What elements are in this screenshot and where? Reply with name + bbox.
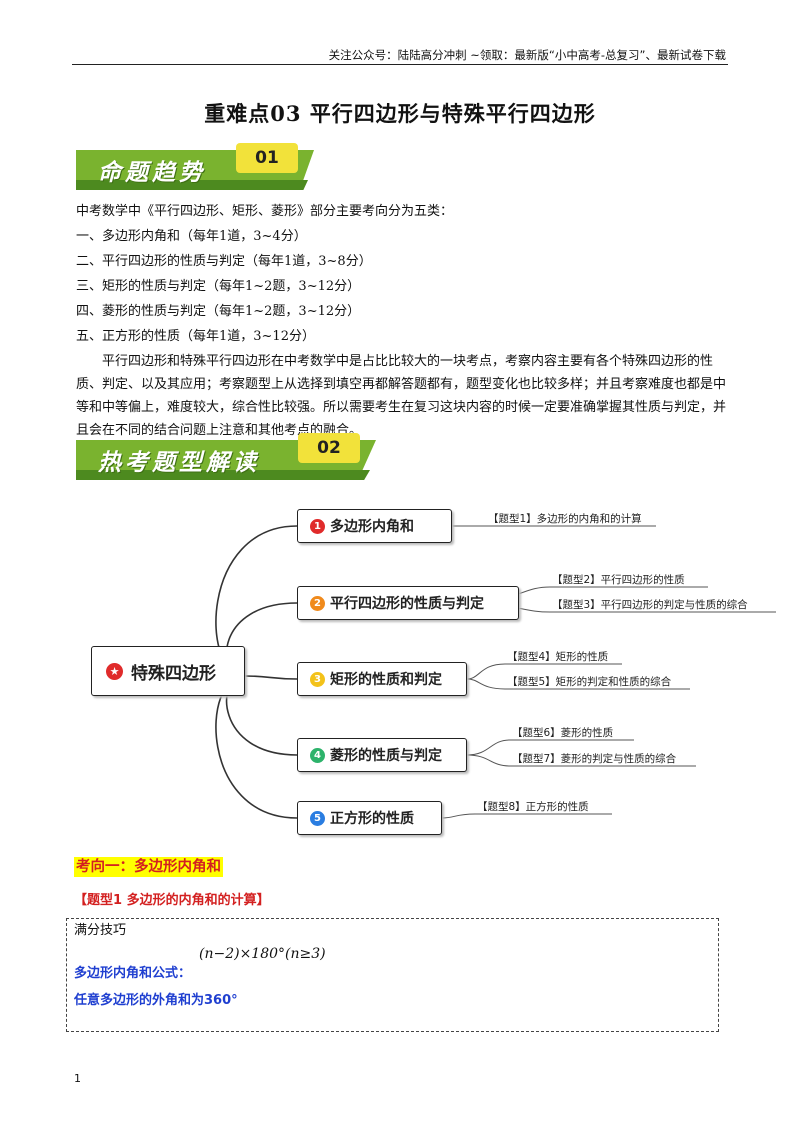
leaf-line xyxy=(441,813,612,819)
mindmap-node-label: 多边形内角和 xyxy=(330,519,414,535)
number-5-icon: 5 xyxy=(310,810,325,826)
banner-hot-types: 热考题型解读 02 xyxy=(76,433,376,480)
number-3-icon: 3 xyxy=(310,671,325,687)
star-badge-icon: ★ xyxy=(106,662,123,680)
mindmap-leaf: 【题型8】正方形的性质 xyxy=(477,801,589,813)
mindmap-node-2: 2 平行四边形的性质与判定 xyxy=(297,586,519,620)
tips-exterior-angle: 任意多边形的外角和为360° xyxy=(74,993,238,1008)
mindmap-node-5: 5 正方形的性质 xyxy=(297,801,442,835)
banner-number: 01 xyxy=(236,143,298,173)
tips-formula-label: 多边形内角和公式： xyxy=(74,966,192,981)
intro-item: 二、平行四边形的性质与判定（每年1道，3~8分） xyxy=(76,254,372,269)
intro-item: 五、正方形的性质（每年1道，3~12分） xyxy=(76,329,315,344)
section-heading: 考向一：多边形内角和 xyxy=(74,857,223,877)
leaf-line xyxy=(466,663,622,680)
page-number: 1 xyxy=(74,1072,81,1085)
mindmap-leaf: 【题型4】矩形的性质 xyxy=(507,651,609,663)
mindmap-leaf: 【题型2】平行四边形的性质 xyxy=(552,574,685,586)
tips-box xyxy=(66,918,719,1032)
leaf-line xyxy=(466,678,690,690)
number-1-icon: 1 xyxy=(310,518,325,534)
banner-number: 02 xyxy=(298,433,360,463)
tips-title: 满分技巧 xyxy=(74,923,127,938)
header-note: 关注公众号：陆陆高分冲刺 ~领取：最新版“小中高考-总复习”、最新试卷下载 xyxy=(328,48,726,62)
leaf-line xyxy=(466,739,634,756)
header-divider xyxy=(72,64,728,65)
mindmap-center-label: 特殊四边形 xyxy=(131,663,216,684)
mindmap-leaf: 【题型5】矩形的判定和性质的综合 xyxy=(507,676,672,688)
intro-item: 三、矩形的性质与判定（每年1~2题，3~12分） xyxy=(76,279,361,294)
mindmap-node-label: 菱形的性质与判定 xyxy=(330,748,442,764)
leaf-line xyxy=(466,754,696,767)
number-2-icon: 2 xyxy=(310,595,325,611)
intro-item: 一、多边形内角和（每年1道，3~4分） xyxy=(76,229,307,244)
mindmap-node-3: 3 矩形的性质和判定 xyxy=(297,662,467,696)
mindmap-node-label: 矩形的性质和判定 xyxy=(330,672,442,688)
banner-label: 热考题型解读 xyxy=(98,449,260,476)
mindmap-node-label: 平行四边形的性质与判定 xyxy=(330,596,484,612)
mindmap-leaf: 【题型3】平行四边形的判定与性质的综合 xyxy=(552,599,748,611)
mindmap-leaf: 【题型6】菱形的性质 xyxy=(512,727,614,739)
banner-trend: 命题趋势 01 xyxy=(76,143,314,190)
intro-paragraph: 平行四边形和特殊平行四边形在中考数学中是占比比较大的一块考点，考察内容主要有各个… xyxy=(76,354,727,438)
mindmap-node-4: 4 菱形的性质与判定 xyxy=(297,738,467,772)
intro-item: 四、菱形的性质与判定（每年1~2题，3~12分） xyxy=(76,304,361,319)
number-4-icon: 4 xyxy=(310,747,325,763)
mindmap-node-1: 1 多边形内角和 xyxy=(297,509,452,543)
mindmap-leaf: 【题型7】菱形的判定与性质的综合 xyxy=(512,753,677,765)
page-title: 重难点03 平行四边形与特殊平行四边形 xyxy=(204,101,596,126)
banner-shadow xyxy=(76,180,308,190)
tips-formula: (n−2)×180°(n≥3) xyxy=(199,946,326,962)
intro-lead: 中考数学中《平行四边形、矩形、菱形》部分主要考向分为五类： xyxy=(76,204,454,219)
mindmap-center: ★ 特殊四边形 xyxy=(91,646,245,696)
mindmap-leaf: 【题型1】多边形的内角和的计算 xyxy=(488,513,642,525)
banner-shadow xyxy=(76,470,370,480)
connector-node-3 xyxy=(244,675,298,680)
banner-label: 命题趋势 xyxy=(98,159,206,186)
type-heading: 【题型1 多边形的内角和的计算】 xyxy=(74,893,270,908)
mindmap-node-label: 正方形的性质 xyxy=(330,811,414,827)
